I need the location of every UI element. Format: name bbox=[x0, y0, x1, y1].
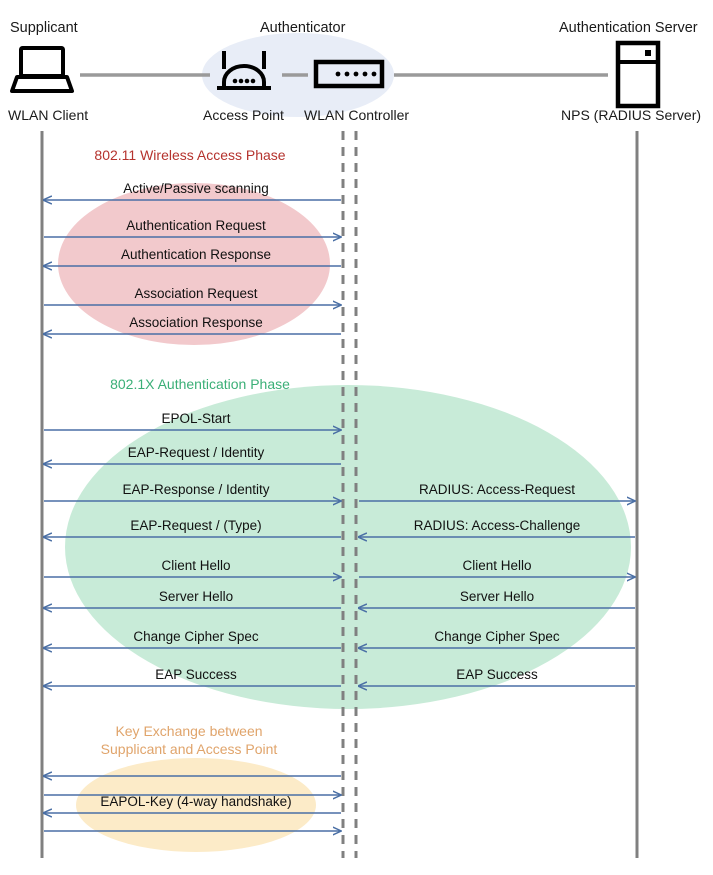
message-label: RADIUS: Access-Challenge bbox=[414, 518, 581, 533]
message-row: Active/Passive scanning bbox=[44, 181, 341, 200]
message-label: Client Hello bbox=[462, 558, 531, 573]
message-label: Association Request bbox=[134, 286, 257, 301]
message-row: EAPOL-Key (4-way handshake) bbox=[44, 794, 341, 813]
message-label: EAP-Request / Identity bbox=[128, 445, 265, 460]
wlan-controller-icon bbox=[313, 59, 385, 89]
message-label: Client Hello bbox=[161, 558, 230, 573]
lifelines bbox=[40, 131, 639, 858]
message-row: Association Request bbox=[44, 286, 341, 305]
message-row: Change Cipher Spec bbox=[44, 629, 341, 648]
message-label: EAP Success bbox=[155, 667, 237, 682]
wireless-access-point-icon bbox=[217, 51, 271, 90]
message-row: EAP-Response / Identity bbox=[44, 482, 341, 501]
actor-role-supplicant: Supplicant bbox=[10, 20, 78, 36]
message-label: EAP Success bbox=[456, 667, 538, 682]
message-label: EAP-Response / Identity bbox=[122, 482, 269, 497]
server-rack-icon bbox=[615, 40, 661, 109]
message-label: EAPOL-Key (4-way handshake) bbox=[100, 794, 291, 809]
message-row: EAP Success bbox=[44, 667, 341, 686]
message-label: Authentication Request bbox=[126, 218, 266, 233]
message-row: Server Hello bbox=[359, 589, 635, 608]
actor-device-nps-radius-server: NPS (RADIUS Server) bbox=[561, 107, 701, 123]
message-row: Association Response bbox=[44, 315, 341, 334]
message-row: Change Cipher Spec bbox=[359, 629, 635, 648]
message-label: Authentication Response bbox=[121, 247, 271, 262]
phase-label-dot1x-auth: 802.1X Authentication Phase bbox=[110, 376, 290, 392]
actor-role-authenticator: Authenticator bbox=[260, 20, 346, 36]
phase-label-key-exchange-line2: Supplicant and Access Point bbox=[101, 741, 278, 757]
message-row: EPOL-Start bbox=[44, 411, 341, 430]
message-label: EPOL-Start bbox=[161, 411, 230, 426]
message-row: EAP-Request / Identity bbox=[44, 445, 341, 464]
message-row: RADIUS: Access-Request bbox=[359, 482, 635, 501]
message-row: Server Hello bbox=[44, 589, 341, 608]
message-row: Client Hello bbox=[44, 558, 341, 577]
message-label: Server Hello bbox=[159, 589, 233, 604]
message-label: Change Cipher Spec bbox=[434, 629, 560, 644]
phase-label-key-exchange-line1: Key Exchange between bbox=[115, 723, 262, 739]
actor-device-access-point: Access Point bbox=[203, 107, 284, 123]
phase-label-wireless-access: 802.11 Wireless Access Phase bbox=[94, 147, 285, 163]
message-row: Authentication Request bbox=[44, 218, 341, 237]
phase-ellipse-dot1x-auth bbox=[65, 385, 631, 709]
message-row: Authentication Response bbox=[44, 247, 341, 266]
message-label: EAP-Request / (Type) bbox=[130, 518, 261, 533]
message-label: Association Response bbox=[129, 315, 263, 330]
actor-device-wlan-client: WLAN Client bbox=[8, 107, 88, 123]
laptop-icon bbox=[10, 46, 74, 93]
message-label: Change Cipher Spec bbox=[133, 629, 259, 644]
message-row: RADIUS: Access-Challenge bbox=[359, 518, 635, 537]
message-label: Server Hello bbox=[460, 589, 534, 604]
message-label: RADIUS: Access-Request bbox=[419, 482, 575, 497]
actor-device-wlan-controller: WLAN Controller bbox=[304, 107, 409, 123]
message-row: EAP Success bbox=[359, 667, 635, 686]
actor-role-auth-server: Authentication Server bbox=[559, 20, 698, 36]
message-row: Client Hello bbox=[359, 558, 635, 577]
message-row: EAP-Request / (Type) bbox=[44, 518, 341, 537]
phase-ellipse-key-exchange bbox=[76, 758, 316, 852]
message-label: Active/Passive scanning bbox=[123, 181, 269, 196]
